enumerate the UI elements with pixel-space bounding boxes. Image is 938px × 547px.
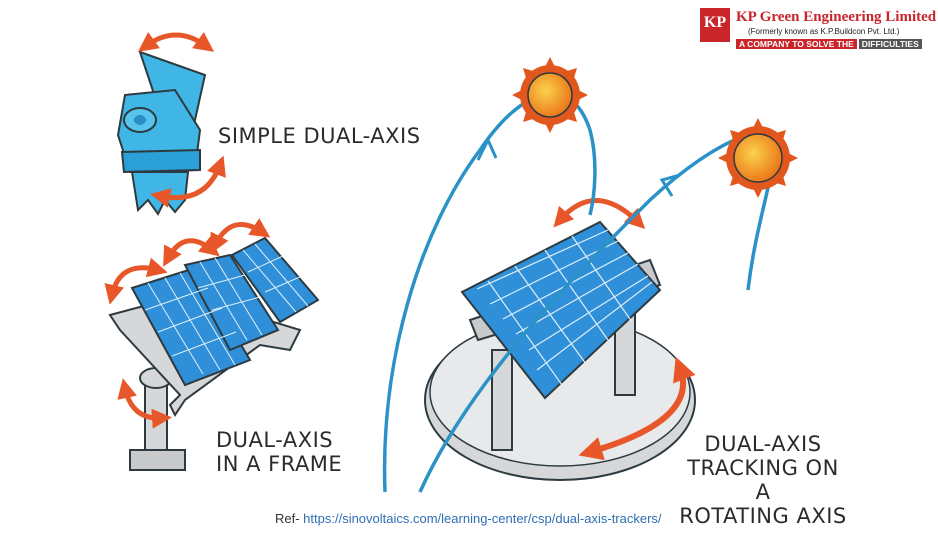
sun-paths xyxy=(382,92,777,493)
label-line: ROTATING AXIS xyxy=(679,504,847,528)
tagline-part2: DIFFICULTIES xyxy=(858,39,922,49)
label-line: IN A FRAME xyxy=(216,452,343,476)
rotation-arrow-icon xyxy=(578,356,696,461)
rotation-arrow-icon xyxy=(137,32,215,52)
tagline-part1: A COMPANY TO SOLVE THE xyxy=(736,39,857,49)
sun-icon xyxy=(718,118,798,198)
rotation-arrow-icon xyxy=(104,257,168,305)
rotation-arrow-icon xyxy=(117,378,172,429)
reference-prefix: Ref- xyxy=(275,511,304,526)
dual-axis-frame-mount xyxy=(104,218,320,471)
sun-icon xyxy=(512,57,588,133)
path-arrow-icon xyxy=(659,173,681,197)
rotation-arrow-icon xyxy=(553,198,646,229)
rotating-axis-tracker xyxy=(424,198,696,481)
label-line: DUAL-AXIS xyxy=(216,428,334,452)
reference-line: Ref- https://sinovoltaics.com/learning-c… xyxy=(275,511,662,526)
simple-dual-axis-mount xyxy=(116,32,226,216)
path-arrow-icon xyxy=(476,136,498,161)
label-line: TRACKING ON A xyxy=(687,456,839,504)
logo-mark: KP xyxy=(700,8,730,42)
label-line: DUAL-AXIS xyxy=(704,432,822,456)
label-dual-axis-frame: DUAL-AXIS IN A FRAME xyxy=(216,428,342,476)
company-former-name: (Formerly known as K.P.Buildcon Pvt. Ltd… xyxy=(748,27,900,36)
sun-path-2 xyxy=(418,131,777,493)
company-logo: KP KP Green Engineering Limited (Formerl… xyxy=(700,8,936,50)
reference-link[interactable]: https://sinovoltaics.com/learning-center… xyxy=(303,511,662,526)
company-name: KP Green Engineering Limited xyxy=(736,9,937,25)
sun-path-1 xyxy=(382,92,597,493)
rotation-arrow-icon xyxy=(150,155,226,208)
label-simple-dual-axis: SIMPLE DUAL-AXIS xyxy=(218,124,421,148)
rotation-arrow-icon xyxy=(210,218,271,254)
rotation-arrow-icon xyxy=(163,235,220,267)
label-rotating-axis: DUAL-AXIS TRACKING ON A ROTATING AXIS xyxy=(678,432,848,528)
